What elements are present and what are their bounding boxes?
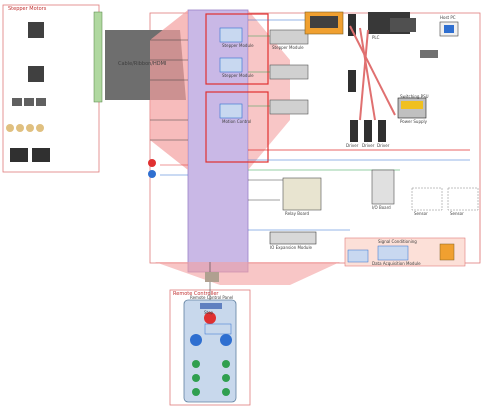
red-block-2 [205, 91, 269, 163]
remote-header-bar [200, 303, 222, 309]
host-pc-tower [420, 50, 438, 58]
module-r-label: Driver [377, 143, 390, 148]
driver-box-2 [219, 57, 243, 73]
driver-unit-3 [378, 120, 386, 142]
red-indicator [148, 159, 156, 167]
cable-red-3 [359, 29, 369, 121]
fan-2 [32, 148, 50, 162]
remote-joystick-right [220, 334, 232, 346]
remote-joystick-left [190, 334, 202, 346]
driver-box-3 [219, 103, 243, 119]
sensor-4 [36, 124, 44, 132]
controller-column [187, 9, 249, 273]
module-a-label: Stepper Module [222, 43, 254, 48]
pink-fan-left [150, 10, 188, 170]
module-k-label: Host PC [440, 15, 456, 20]
module-p-label: Driver [346, 143, 359, 148]
remote-button-2 [222, 360, 230, 368]
module-l-label: Switching PSU [400, 94, 429, 99]
pink-fan-right [248, 10, 290, 170]
relay-board [282, 177, 322, 211]
small-motor-1 [12, 98, 22, 106]
cable-red-1 [349, 25, 396, 116]
module-m-label: Signal Conditioning [378, 239, 417, 244]
remote-button-4 [222, 374, 230, 382]
remote-header: Remote Control Panel [190, 295, 234, 300]
cable-label: Cable/Ribbon/HDMI [118, 61, 167, 67]
cable-red-2 [359, 27, 376, 121]
driver-unit-1 [350, 120, 358, 142]
host-pc-screen [444, 25, 454, 33]
remote-button-6 [222, 388, 230, 396]
fan-1 [10, 148, 28, 162]
estop-button [204, 312, 216, 324]
signal-box-3 [439, 243, 455, 261]
sensor-3 [26, 124, 34, 132]
psu-label-stripe [401, 101, 423, 109]
psu-unit-2 [348, 70, 356, 92]
module-d-label: Power Supply [400, 119, 427, 124]
driver-module-1 [269, 29, 309, 45]
remote-button-1 [192, 360, 200, 368]
sensor-2 [16, 124, 24, 132]
terminal-strip [93, 11, 103, 103]
small-motor-2 [24, 98, 34, 106]
driver-box-1 [219, 27, 243, 43]
module-n-label: Sensor [414, 211, 428, 216]
motors-panel-title: Stepper Motors [8, 6, 47, 12]
sensor-box-2 [447, 187, 479, 211]
red-block-1 [205, 13, 269, 85]
io-expansion [269, 231, 317, 245]
stepper-motor-1 [28, 22, 44, 38]
module-j-label: PLC [372, 35, 380, 40]
blue-indicator [148, 170, 156, 178]
module-h-label: Stepper Module [272, 45, 304, 50]
controller-board-chips [310, 16, 338, 28]
small-motor-3 [36, 98, 46, 106]
driver-module-2 [269, 64, 309, 80]
module-i-label: Data Acquisition Module [372, 261, 421, 266]
module-e-label: Relay Board [285, 211, 310, 216]
driver-module-3 [269, 99, 309, 115]
remote-button-5 [192, 388, 200, 396]
module-g-label: IO Expansion Module [270, 245, 313, 250]
sensor-box-1 [411, 187, 443, 211]
remote-button-3 [192, 374, 200, 382]
module-c-label: Motion Control [222, 119, 252, 124]
module-f-label: I/O Board [372, 205, 391, 210]
estop-label: Stop [204, 310, 214, 315]
pink-fan-bottom [155, 262, 340, 285]
sensor-1 [6, 124, 14, 132]
motor-panel-frame [2, 4, 100, 173]
module-b-label: Stepper Module [222, 73, 254, 78]
signal-box-1 [347, 249, 369, 263]
module-q-label: Driver [362, 143, 375, 148]
driver-unit-2 [364, 120, 372, 142]
psu-unit-1 [348, 14, 356, 36]
estop-housing [204, 323, 232, 335]
remote-title: Remote Controller [173, 291, 219, 297]
signal-box-2 [377, 245, 409, 261]
stepper-motor-2 [28, 66, 44, 82]
plc-expansion [390, 18, 416, 32]
module-o-label: Sensor [450, 211, 464, 216]
io-board [371, 169, 395, 205]
remote-connector [205, 272, 219, 282]
